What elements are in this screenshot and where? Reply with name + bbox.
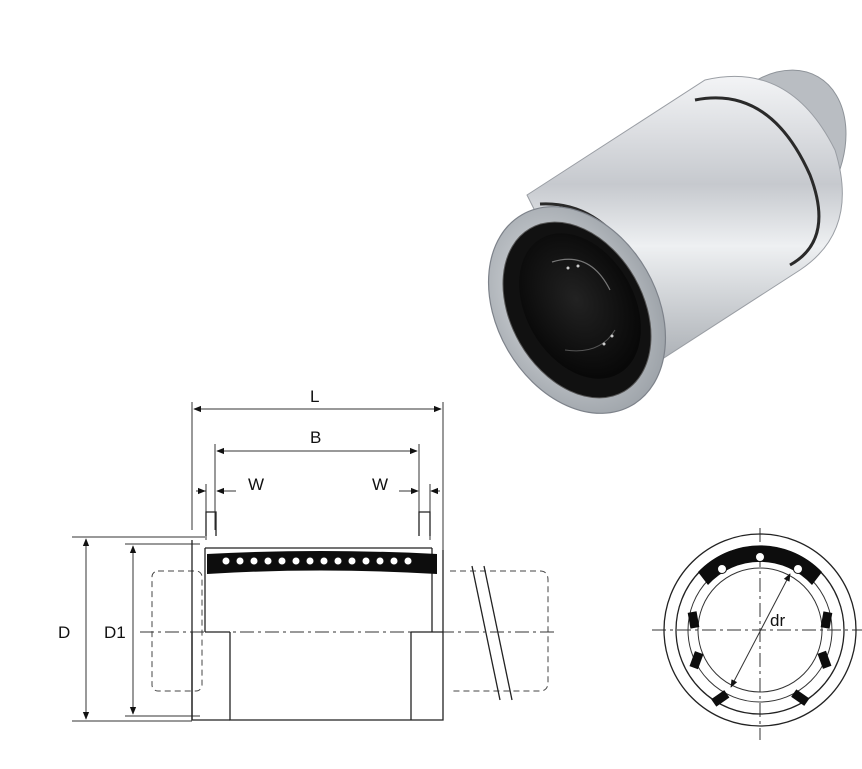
label-W-right: W xyxy=(372,475,388,494)
label-D: D xyxy=(58,623,70,642)
side-section-drawing: L B W W D D1 xyxy=(58,387,556,722)
label-B: B xyxy=(310,428,321,447)
ball-row xyxy=(221,556,413,566)
end-view-drawing: dr xyxy=(652,528,862,740)
label-dr: dr xyxy=(770,611,785,630)
bearing-photo xyxy=(487,69,847,414)
label-D1: D1 xyxy=(104,623,126,642)
label-L: L xyxy=(310,387,319,406)
label-W-left: W xyxy=(248,475,264,494)
dimension-line-dr xyxy=(730,573,791,688)
ball-segment xyxy=(698,545,822,585)
